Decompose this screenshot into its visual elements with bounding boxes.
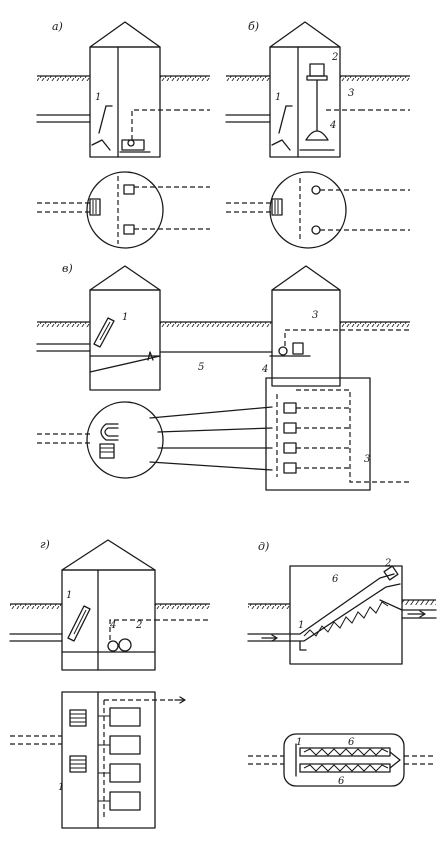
b-callout-4: 4 [329, 120, 336, 131]
scheme-v-receiving-plan [86, 401, 164, 479]
g-callout-1: 1 [66, 590, 72, 601]
scheme-g-label: г) [40, 538, 50, 551]
scheme-v-pump-house-plan [265, 377, 371, 491]
v-callout-3: 3 [312, 310, 318, 321]
d-callout-6: 6 [332, 574, 339, 585]
d-plan-callout-6-top: 6 [348, 737, 355, 748]
scheme-b-plan [269, 171, 347, 249]
v-callout-1: 1 [122, 312, 128, 323]
scheme-d-plan [283, 733, 405, 787]
scheme-b: б) 1 2 3 4 [225, 20, 410, 249]
scheme-v-pump-house [271, 289, 341, 387]
scheme-g: г) 1 4 2 1 [9, 538, 210, 829]
v-plan-callout-3: 3 [364, 454, 370, 465]
g-plan-callout-1: 1 [58, 782, 64, 793]
scheme-b-label: б) [248, 20, 259, 33]
b-callout-3: 3 [348, 88, 354, 99]
scheme-v: в) 1 5 3 4 [36, 262, 410, 491]
scheme-a-plan [86, 171, 164, 249]
scheme-d: д) 1 2 6 1 6 [247, 540, 437, 787]
scheme-a: а) 1 [36, 20, 210, 249]
scheme-v-receiving-chamber [89, 289, 161, 391]
d-callout-2: 2 [384, 558, 391, 569]
scheme-g-plan [61, 691, 156, 829]
b-callout-2: 2 [331, 52, 338, 63]
d-callout-1: 1 [298, 620, 304, 631]
d-plan-callout-6-bottom: 6 [338, 776, 345, 787]
d-plan-callout-1: 1 [296, 737, 302, 748]
scheme-b-building [269, 46, 341, 158]
scheme-d-label: д) [258, 540, 269, 553]
scheme-a-label: а) [52, 20, 63, 33]
g-callout-2: 2 [135, 620, 142, 631]
v-callout-5: 5 [198, 362, 204, 373]
v-callout-4: 4 [261, 364, 268, 375]
a-callout-1: 1 [95, 92, 101, 103]
b-callout-1: 1 [275, 92, 281, 103]
scheme-a-building [89, 46, 161, 158]
g-callout-4: 4 [109, 620, 116, 631]
scheme-d-building [289, 565, 403, 665]
scheme-v-label: в) [62, 262, 73, 275]
